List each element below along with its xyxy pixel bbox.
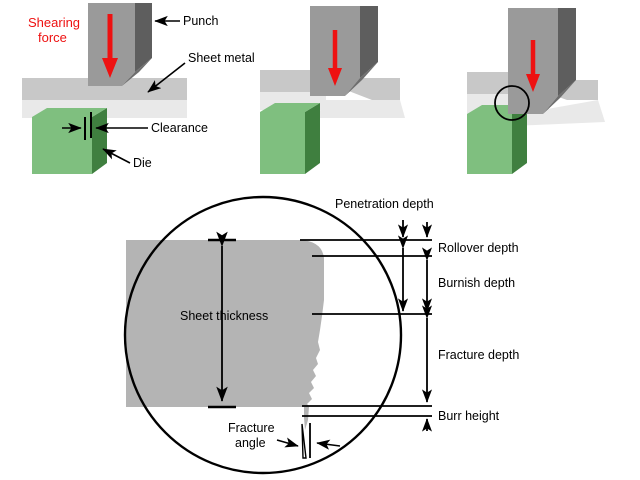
panel1-shearing-force-arrow <box>102 14 118 78</box>
label-die: Die <box>133 156 152 170</box>
label-shearing-force-line2: force <box>38 30 67 45</box>
label-punch: Punch <box>183 14 218 28</box>
panel-3-punch-fully-sheared <box>467 8 605 174</box>
panel2-die-front-face <box>260 112 305 174</box>
panel1-die <box>32 108 107 174</box>
label-fracture-angle-line2: angle <box>235 436 266 450</box>
label-shearing-force-line1: Shearing <box>28 15 80 30</box>
panel-2-punch-penetrating-sheet <box>260 6 405 174</box>
panel3-punch-bevel-face <box>543 80 576 114</box>
panel2-punch-bevel-face <box>345 62 378 96</box>
panel2-die-side-face <box>305 103 320 174</box>
label-clearance: Clearance <box>151 121 208 135</box>
detail-burr-spike <box>304 407 309 430</box>
panel1-clearance-marks <box>62 112 148 140</box>
panel1-punch <box>88 3 152 86</box>
detail-reference-lines <box>300 239 432 417</box>
label-sheet-metal: Sheet metal <box>188 51 255 65</box>
panel3-shearing-force-arrow <box>526 40 540 92</box>
detail-magnifier-circle <box>123 195 403 475</box>
panel-1-punch-contacting-sheet: Shearing force Punch Sheet metal Clearan… <box>22 3 255 174</box>
detail-view: Sheet thickness Penetration depth Rollov… <box>123 195 519 475</box>
dimension-fracture-angle <box>276 423 341 459</box>
panel3-sheet-right-bottom <box>512 100 605 126</box>
panel3-die-front-face <box>467 114 512 174</box>
label-fracture-depth: Fracture depth <box>438 348 519 362</box>
label-penetration-depth: Penetration depth <box>335 197 434 211</box>
dimension-sheet-thickness <box>208 231 236 409</box>
panel2-die <box>260 103 320 174</box>
detail-sheet-cross-section <box>126 240 324 407</box>
panel1-sheet-top-band <box>22 78 187 100</box>
panel1-punch-bevel-face <box>122 58 152 86</box>
panel2-die-top-face <box>260 103 320 112</box>
label-sheet-thickness: Sheet thickness <box>180 309 268 323</box>
label-burnish-depth: Burnish depth <box>438 276 515 290</box>
panel1-punch-side-face <box>135 3 152 72</box>
panel3-sheet-left-top <box>467 72 512 94</box>
panel1-die-side-face <box>92 108 107 174</box>
dimension-penetration-depth <box>397 220 433 312</box>
leader-die <box>102 148 131 164</box>
panel3-die-side-face <box>512 105 527 174</box>
panel3-die <box>467 105 527 174</box>
panel2-sheet-right-bottom <box>316 100 405 118</box>
label-rollover-depth: Rollover depth <box>438 241 519 255</box>
label-burr-height: Burr height <box>438 409 500 423</box>
panel1-die-front-face <box>32 117 92 174</box>
panel3-punch-side-face <box>558 8 576 96</box>
panel2-sheet-left-top <box>260 70 315 92</box>
label-fracture-angle-line1: Fracture <box>228 421 275 435</box>
leader-sheet-metal <box>147 62 186 93</box>
panel2-punch-side-face <box>360 6 378 78</box>
panel1-die-top-face <box>32 108 107 117</box>
panel2-shearing-force-arrow <box>328 30 342 86</box>
detail-callout-circle <box>494 85 530 121</box>
